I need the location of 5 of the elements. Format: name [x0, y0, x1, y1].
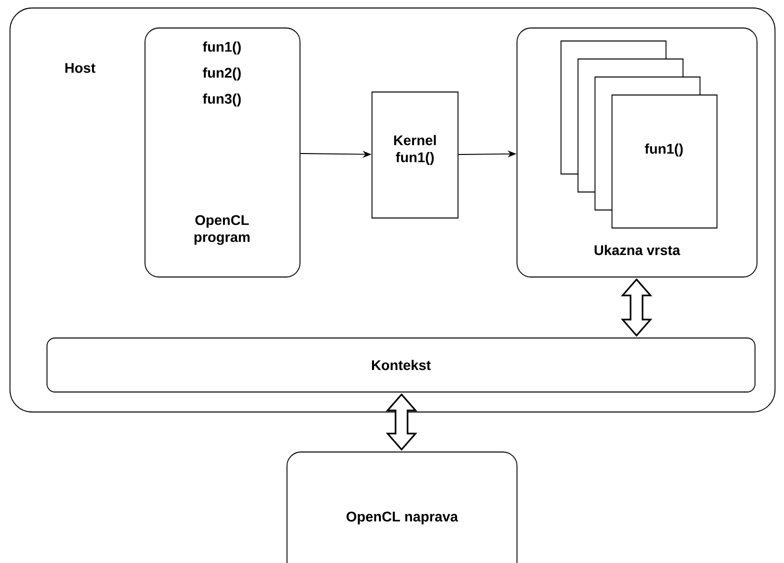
page-box: fun1() — [612, 94, 718, 228]
program-box: fun1() fun2() fun3() OpenCL program — [144, 28, 300, 278]
context-bar: Kontekst — [46, 338, 756, 392]
device-box: OpenCL naprava — [286, 452, 518, 563]
kernel-box: Kernel fun1() — [372, 92, 458, 218]
